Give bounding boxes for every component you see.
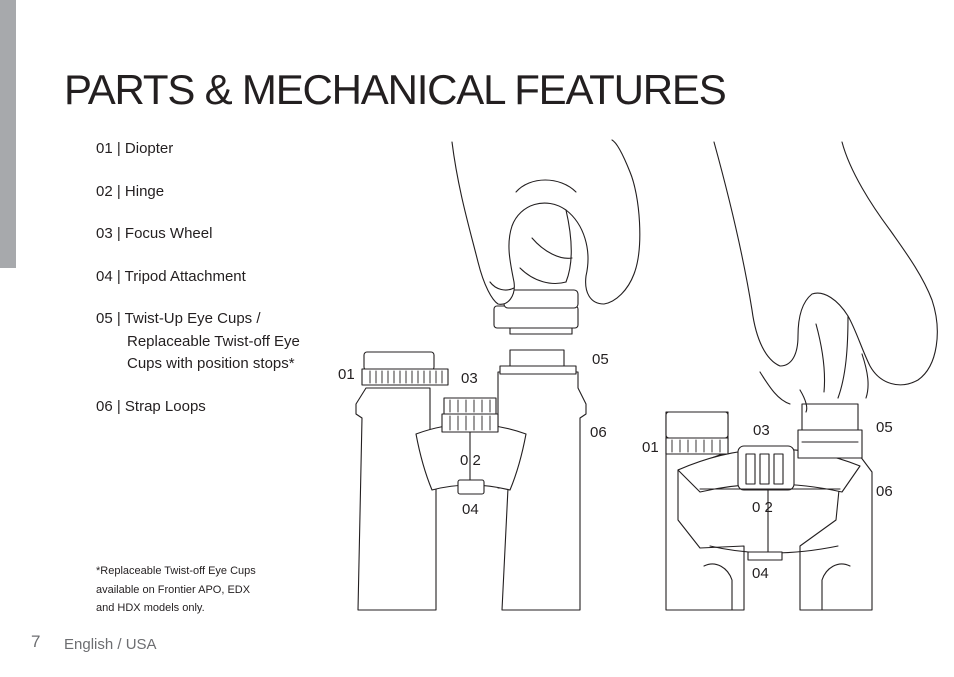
callout-left-03: 03: [461, 370, 478, 387]
part-focus-wheel: 03 | Focus Wheel: [96, 225, 213, 242]
parts-list: 01 | Diopter 02 | Hinge 03 | Focus Wheel…: [96, 138, 336, 438]
callout-right-06: 06: [876, 483, 893, 500]
side-tab: [0, 0, 16, 268]
part-strap-loops: 06 | Strap Loops: [96, 397, 206, 415]
part-eye-cups-line-2: Replaceable Twist-off Eye: [127, 332, 300, 350]
page-title: PARTS & MECHANICAL FEATURES: [64, 66, 727, 113]
callout-left-02: 0 2: [460, 452, 481, 469]
callout-right-02: 0 2: [752, 499, 773, 516]
callout-left-01: 01: [338, 366, 355, 383]
callout-right-01: 01: [642, 439, 659, 456]
footnote-line-2: available on Frontier APO, EDX: [96, 583, 251, 596]
part-eye-cups-line-3: Cups with position stops*: [127, 355, 295, 372]
left-binocular: [355, 139, 641, 611]
footnote-line-1: *Replaceable Twist-off Eye Cups: [96, 565, 256, 577]
part-eye-cups-line-1: 05 | Twist-Up Eye Cups /: [96, 310, 261, 327]
callout-left-04: 04: [462, 501, 479, 518]
callout-left-05: 05: [592, 351, 609, 368]
part-diopter: 01 | Diopter: [96, 140, 174, 157]
callout-left-06: 06: [590, 424, 607, 441]
right-binocular: [665, 141, 938, 611]
callout-right-03: 03: [753, 422, 770, 439]
callout-right-05: 05: [876, 419, 893, 436]
part-eye-cups: 05 | Twist-Up Eye Cups / Replaceable Twi…: [96, 308, 336, 376]
callout-right-04: 04: [752, 565, 769, 582]
language-label: English / USA: [64, 636, 157, 653]
part-hinge: 02 | Hinge: [96, 182, 165, 200]
footnote-line-3: and HDX models only.: [96, 602, 205, 614]
footnote: *Replaceable Twist-off Eye Cups availabl…: [96, 562, 296, 618]
part-tripod-attachment: 04 | Tripod Attachment: [96, 267, 246, 285]
page-number: 7: [31, 632, 41, 651]
